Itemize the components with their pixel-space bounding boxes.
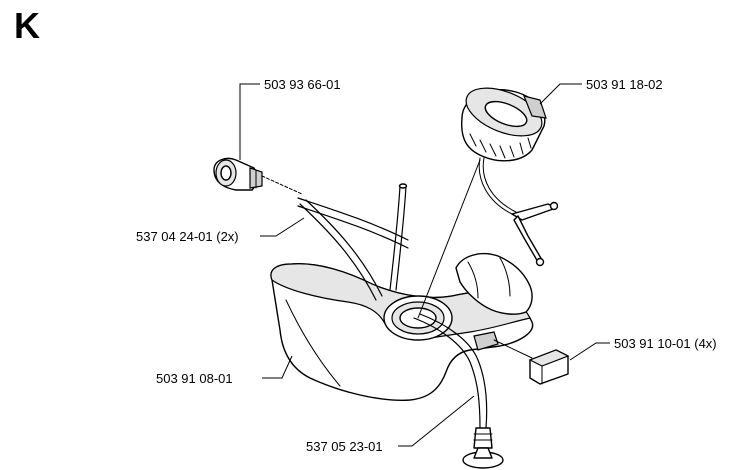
leader-lines [239, 83, 610, 447]
section-letter: K [14, 5, 40, 46]
label-fuel-hose: 537 04 24-01 (2x) [136, 230, 239, 243]
fuel-line-drawing [413, 159, 504, 469]
rubber-mount-drawing [493, 339, 570, 385]
fuel-tank-drawing [270, 252, 534, 401]
filter-fitting-drawing [213, 157, 303, 195]
label-fuel-line: 537 05 23-01 [306, 440, 383, 453]
part-number: 503 91 18-02 [586, 77, 663, 92]
quantity: (2x) [216, 229, 239, 244]
label-rubber-mount: 503 91 10-01 (4x) [614, 337, 717, 350]
part-number: 503 91 08-01 [156, 371, 233, 386]
fuel-cap-drawing [461, 87, 559, 267]
label-filter-fitting: 503 93 66-01 [264, 78, 341, 91]
part-number: 503 91 10-01 [614, 336, 691, 351]
part-number: 537 04 24-01 [136, 229, 213, 244]
fuel-hose-drawing [297, 183, 409, 301]
part-number: 537 05 23-01 [306, 439, 383, 454]
label-fuel-tank: 503 91 08-01 [156, 372, 233, 385]
quantity: (4x) [694, 336, 717, 351]
label-fuel-cap: 503 91 18-02 [586, 78, 663, 91]
part-number: 503 93 66-01 [264, 77, 341, 92]
